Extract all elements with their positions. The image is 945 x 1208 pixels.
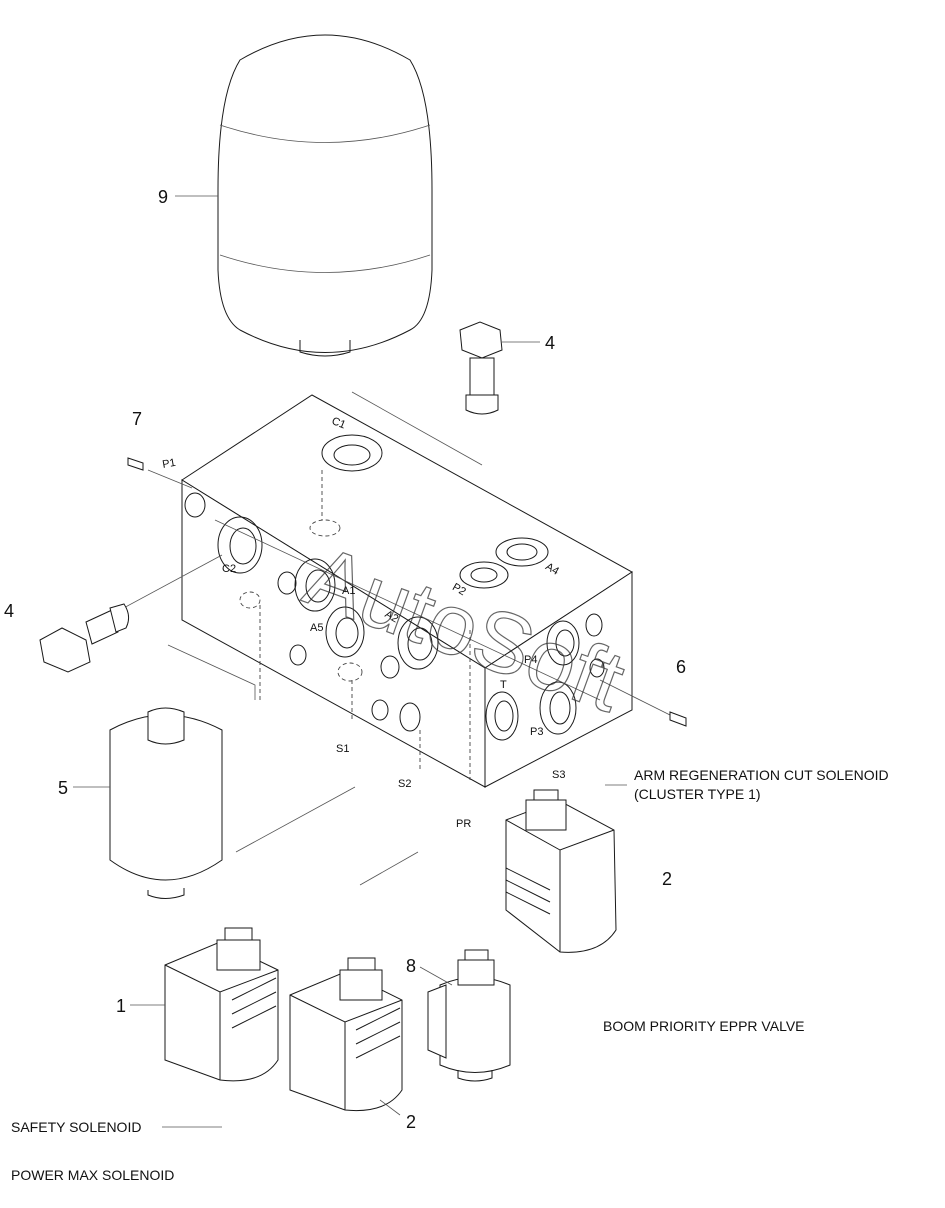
port-label-c1: C1: [330, 415, 348, 431]
port-label-s2: S2: [398, 778, 411, 790]
cartridge-part-5: [73, 707, 223, 899]
port-label-t: T: [500, 679, 507, 691]
port-label-p1: P1: [161, 457, 176, 471]
accumulator-part-9: [175, 34, 433, 357]
part-number-9: 9: [158, 187, 168, 207]
part-number-6: 6: [676, 657, 686, 677]
part-number-5: 5: [58, 778, 68, 798]
small-plug-part-7: [127, 457, 144, 471]
callout-arm-regeneration-line2: (CLUSTER TYPE 1): [634, 786, 761, 802]
port-label-c2: C2: [222, 563, 236, 575]
callout-safety-solenoid: SAFETY SOLENOID: [11, 1119, 141, 1135]
part-number-7: 7: [132, 409, 142, 429]
guide-lines: [119, 391, 671, 886]
port-label-p2: P2: [450, 581, 468, 598]
manifold-block: [181, 394, 633, 788]
port-label-p4: P4: [524, 654, 537, 666]
port-label-s3: S3: [552, 769, 565, 781]
part-number-4-top: 4: [545, 333, 555, 353]
plug-bolt-part-4-top: [459, 321, 540, 415]
part-number-2-bottom: 2: [406, 1112, 416, 1132]
port-label-a1: A1: [342, 585, 355, 597]
solenoid-valve-part-2-bottom: [289, 957, 403, 1116]
solenoid-valve-part-1: [130, 927, 279, 1082]
callout-boom-priority-eppr: BOOM PRIORITY EPPR VALVE: [603, 1018, 805, 1034]
callout-arm-regeneration-line1: ARM REGENERATION CUT SOLENOID: [634, 767, 889, 783]
part-number-1: 1: [116, 996, 126, 1016]
plug-bolt-part-4-left: [39, 603, 130, 673]
port-label-a4: A4: [543, 561, 561, 578]
port-label-pr: PR: [456, 818, 471, 830]
eppr-valve-part-8: [419, 949, 511, 1082]
part-number-2-right: 2: [662, 869, 672, 889]
port-label-p3: P3: [530, 726, 543, 738]
port-label-a2: A2: [383, 608, 401, 625]
callout-power-max-solenoid: POWER MAX SOLENOID: [11, 1167, 174, 1183]
port-label-a5: A5: [310, 622, 323, 634]
solenoid-valve-part-2-right: [505, 789, 617, 953]
part-number-4-left: 4: [4, 601, 14, 621]
port-label-s1: S1: [336, 743, 349, 755]
small-plug-part-6: [669, 711, 687, 727]
part-number-8: 8: [406, 956, 416, 976]
